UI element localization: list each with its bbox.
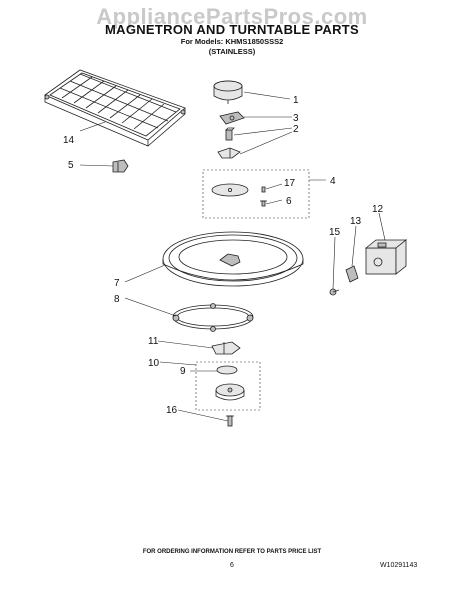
motor-kit-outline	[195, 361, 261, 411]
callout-7: 7	[114, 278, 120, 289]
callout-6: 6	[286, 196, 292, 207]
leader-lines	[79, 91, 386, 422]
part-coupling	[211, 341, 241, 355]
part-roller-ring	[172, 303, 254, 332]
callout-17: 17	[284, 178, 296, 189]
callout-15: 15	[329, 227, 341, 238]
callout-14: 14	[63, 135, 75, 146]
part-magnetron	[364, 239, 408, 275]
document-id: W10291143	[380, 562, 418, 569]
part-bracket	[112, 159, 129, 173]
part-wire-rack	[44, 69, 186, 147]
callout-5: 5	[68, 160, 74, 171]
callout-10: 10	[148, 358, 160, 369]
callout-1: 1	[293, 95, 299, 106]
callout-4: 4	[330, 176, 336, 187]
callout-11: 11	[148, 336, 159, 347]
callout-2: 2	[293, 124, 299, 135]
callout-13: 13	[350, 216, 362, 227]
callout-3: 3	[293, 113, 299, 124]
page-number: 6	[230, 562, 234, 569]
callout-9: 9	[180, 366, 186, 377]
callout-16: 16	[166, 405, 178, 416]
part-coupler-plate	[219, 111, 245, 125]
part-screw-15	[329, 288, 340, 296]
watermark-text: AppliancePartsPros.com	[96, 4, 368, 29]
part-thermal-cutout	[345, 265, 359, 283]
page-title: MAGNETRON AND TURNTABLE PARTS	[105, 22, 359, 37]
part-motor-base	[215, 383, 245, 401]
ordering-note: FOR ORDERING INFORMATION REFER TO PARTS …	[142, 549, 322, 555]
kit-outline	[202, 169, 310, 219]
models-line: For Models: KHMS1850SSS2	[180, 37, 284, 46]
callout-8: 8	[114, 294, 120, 305]
part-screw-6	[260, 200, 267, 207]
part-motor-cap	[216, 365, 238, 375]
part-turntable-motor	[213, 80, 243, 104]
part-screw-17	[261, 186, 266, 193]
callout-12: 12	[372, 204, 384, 215]
part-coupler	[225, 127, 235, 141]
part-roller-guide	[217, 147, 241, 159]
part-plate	[211, 183, 249, 197]
variant-label: (STAINLESS)	[208, 47, 256, 56]
part-glass-tray	[162, 231, 304, 287]
